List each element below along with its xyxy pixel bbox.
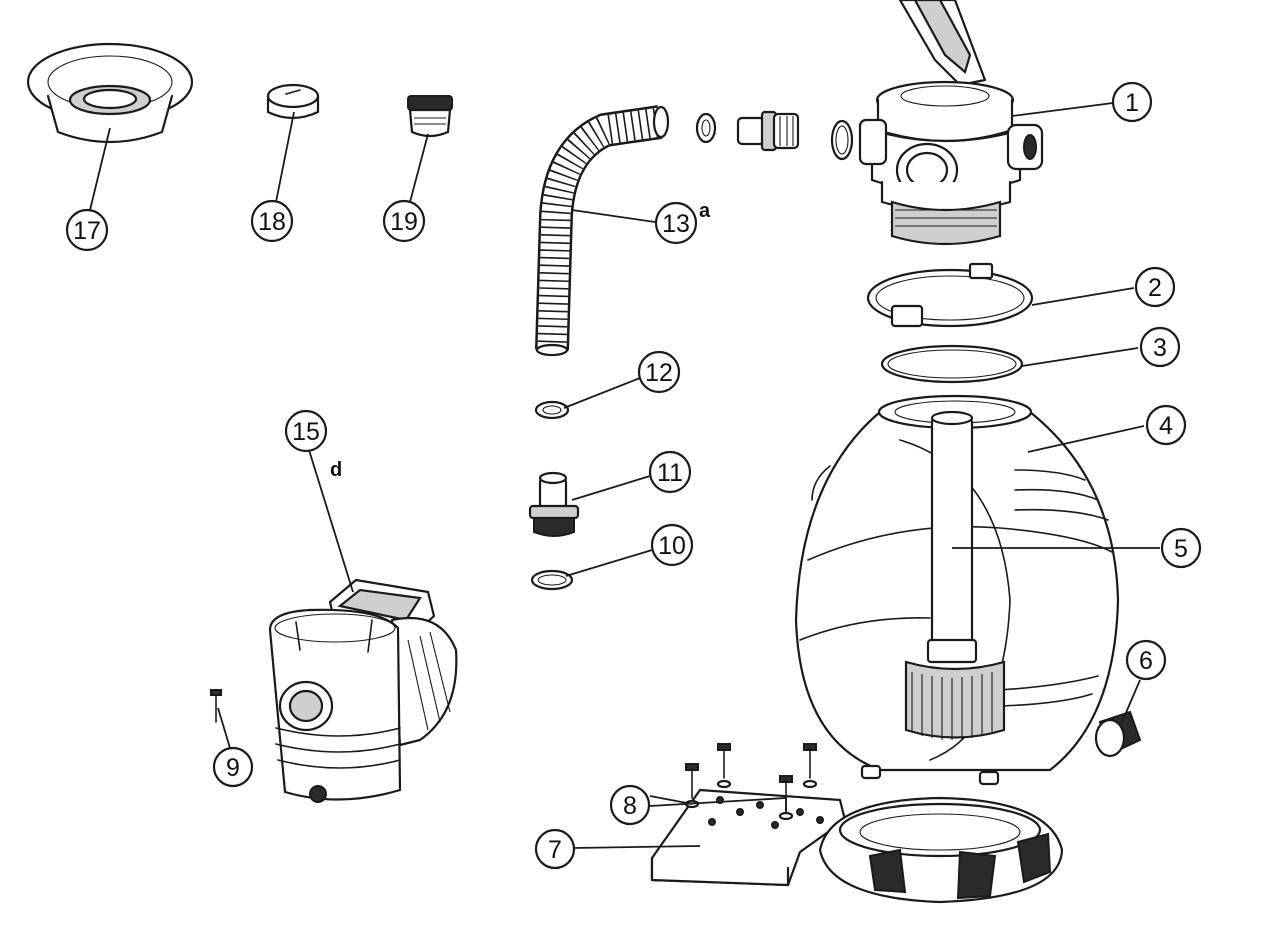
part-19-drain-plug: [407, 95, 453, 138]
part-18-cap: [266, 83, 320, 120]
note-15-letter: d: [330, 459, 342, 481]
svg-text:17: 17: [73, 217, 101, 245]
svg-text:13: 13: [662, 210, 690, 238]
svg-text:6: 6: [1139, 647, 1153, 675]
part-12-washer: [534, 400, 570, 420]
part-17-strainer-basket: [26, 42, 194, 144]
svg-text:3: 3: [1153, 334, 1167, 362]
part-2-clamp-ring: [866, 262, 1034, 328]
svg-text:19: 19: [390, 208, 418, 236]
callout-2: 2: [1134, 266, 1176, 308]
part-13-flexible-hose: [535, 105, 670, 357]
callout-12: 12: [637, 350, 681, 394]
svg-text:1: 1: [1125, 89, 1139, 117]
callout-9: 9: [212, 746, 254, 788]
part-10-o-ring: [530, 569, 574, 591]
callout-4: 4: [1145, 404, 1187, 446]
hose-o-ring: [830, 119, 854, 161]
hose-washer-small: [695, 112, 717, 144]
svg-text:2: 2: [1148, 274, 1162, 302]
part-5-standpipe: [904, 410, 1006, 740]
svg-text:4: 4: [1159, 412, 1173, 440]
callout-13: 13: [654, 201, 698, 245]
callout-19: 19: [382, 199, 426, 243]
callout-5: 5: [1160, 527, 1202, 569]
hose-adapter-fitting: [736, 110, 800, 152]
callout-7: 7: [534, 828, 576, 870]
part-9-screw: [210, 689, 222, 723]
callout-11: 11: [648, 450, 692, 494]
callout-18: 18: [250, 199, 294, 243]
part-11-hose-adapter: [528, 471, 580, 537]
part-7-base-plate: [650, 788, 847, 887]
callout-6: 6: [1125, 639, 1167, 681]
svg-text:9: 9: [226, 754, 240, 782]
svg-text:7: 7: [548, 836, 562, 864]
callout-17: 17: [65, 208, 109, 252]
callout-1: 1: [1111, 81, 1153, 123]
callout-10: 10: [650, 523, 694, 567]
tank-stand: [818, 796, 1064, 904]
leader-lines: [89, 102, 1160, 849]
svg-text:5: 5: [1174, 535, 1188, 563]
svg-text:8: 8: [623, 792, 637, 820]
callout-8: 8: [609, 784, 651, 826]
part-3-o-ring: [880, 344, 1024, 384]
part-1-multiport-valve: [858, 0, 1044, 246]
svg-text:18: 18: [258, 208, 286, 236]
part-15-pump: [268, 578, 458, 803]
callout-15: 15: [284, 409, 328, 453]
svg-text:10: 10: [658, 532, 686, 560]
svg-text:15: 15: [292, 418, 320, 446]
svg-text:11: 11: [657, 459, 683, 487]
part-6-drain-cap: [1094, 710, 1142, 758]
note-13-letter: a: [699, 200, 711, 222]
callout-3: 3: [1139, 326, 1181, 368]
svg-text:12: 12: [645, 359, 673, 387]
